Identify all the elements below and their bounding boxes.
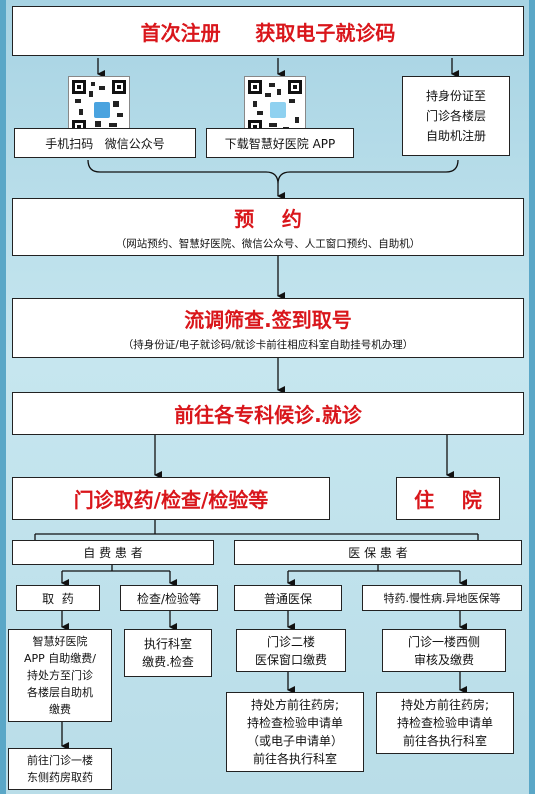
outpatient-title: 门诊取药/检查/检验等 <box>73 488 269 512</box>
selfpay-title: 自 费 患 者 <box>83 546 143 560</box>
outpatient-box: 门诊取药/检查/检验等 <box>12 477 330 520</box>
insured-general-box: 普通医保 <box>234 585 342 611</box>
screening-box: 流调筛查.签到取号 （持身份证/电子就诊码/就诊卡前往相应科室自助挂号机办理） <box>12 298 524 358</box>
inpatient-title: 住 院 <box>414 488 482 512</box>
scan-channel-box: 手机扫码 微信公众号 <box>14 128 196 158</box>
selfpay-medicine-box: 取 药 <box>16 585 100 611</box>
right-border-strip <box>529 0 535 794</box>
register-title: 首次注册 获取电子就诊码 <box>140 20 396 45</box>
left-border-strip <box>0 0 6 794</box>
insured-special-pay-box: 门诊一楼西侧 审核及缴费 <box>382 629 506 672</box>
selfpay-exam-label: 检查/检验等 <box>136 591 202 606</box>
insured-special-label: 特药.慢性病.异地医保等 <box>383 592 501 605</box>
screening-title: 流调筛查.签到取号 <box>184 308 352 332</box>
insured-general-next-box: 持处方前往药房; 持检查检验申请单 （或电子申请单） 前往各执行科室 <box>226 692 364 772</box>
selfpay-exam-pay-box: 执行科室 缴费.检查 <box>124 629 212 677</box>
screening-subtitle: （持身份证/电子就诊码/就诊卡前往相应科室自助挂号机办理） <box>122 339 414 351</box>
idcard-channel-box: 持身份证至 门诊各楼层 自助机注册 <box>402 76 510 156</box>
inpatient-box: 住 院 <box>396 477 500 520</box>
wechat-qr-code-icon <box>68 76 130 138</box>
app-channel-label: 下载智慧好医院 APP <box>224 136 336 151</box>
selfpay-pickup-box: 前往门诊一楼 东侧药房取药 <box>8 748 112 790</box>
appointment-box: 预 约 （网站预约、智慧好医院、微信公众号、人工窗口预约、自助机） <box>12 198 524 256</box>
selfpay-app-pay-label: 智慧好医院 APP 自助缴费/ 持处方至门诊 各楼层自助机 缴费 <box>24 635 96 716</box>
insured-title: 医 保 患 者 <box>348 546 408 560</box>
insured-special-next-box: 持处方前往药房; 持检查检验申请单 前往各执行科室 <box>376 692 514 754</box>
insured-special-next-label: 持处方前往药房; 持检查检验申请单 前往各执行科室 <box>396 698 493 748</box>
insured-general-next-label: 持处方前往药房; 持检查检验申请单 （或电子申请单） 前往各执行科室 <box>246 698 343 766</box>
selfpay-medicine-label: 取 药 <box>42 591 74 606</box>
selfpay-exam-box: 检查/检验等 <box>120 585 218 611</box>
scan-channel-label: 手机扫码 微信公众号 <box>45 136 165 151</box>
idcard-channel-label: 持身份证至 门诊各楼层 自助机注册 <box>425 89 486 143</box>
insured-special-pay-label: 门诊一楼西侧 审核及缴费 <box>407 634 480 667</box>
insured-box: 医 保 患 者 <box>234 540 522 565</box>
app-channel-box: 下载智慧好医院 APP <box>206 128 354 158</box>
appointment-subtitle: （网站预约、智慧好医院、微信公众号、人工窗口预约、自助机） <box>115 238 421 250</box>
insured-general-pay-label: 门诊二楼 医保窗口缴费 <box>254 634 327 667</box>
insured-general-label: 普通医保 <box>263 591 312 606</box>
register-box: 首次注册 获取电子就诊码 <box>12 6 524 56</box>
insured-general-pay-box: 门诊二楼 医保窗口缴费 <box>236 629 346 672</box>
selfpay-pickup-label: 前往门诊一楼 东侧药房取药 <box>27 754 93 784</box>
consult-box: 前往各专科候诊.就诊 <box>12 392 524 435</box>
selfpay-box: 自 费 患 者 <box>12 540 214 565</box>
insured-special-box: 特药.慢性病.异地医保等 <box>362 585 522 611</box>
consult-title: 前往各专科候诊.就诊 <box>174 403 362 427</box>
appointment-title: 预 约 <box>234 207 302 231</box>
selfpay-app-pay-box: 智慧好医院 APP 自助缴费/ 持处方至门诊 各楼层自助机 缴费 <box>8 629 112 722</box>
selfpay-exam-pay-label: 执行科室 缴费.检查 <box>142 637 194 669</box>
